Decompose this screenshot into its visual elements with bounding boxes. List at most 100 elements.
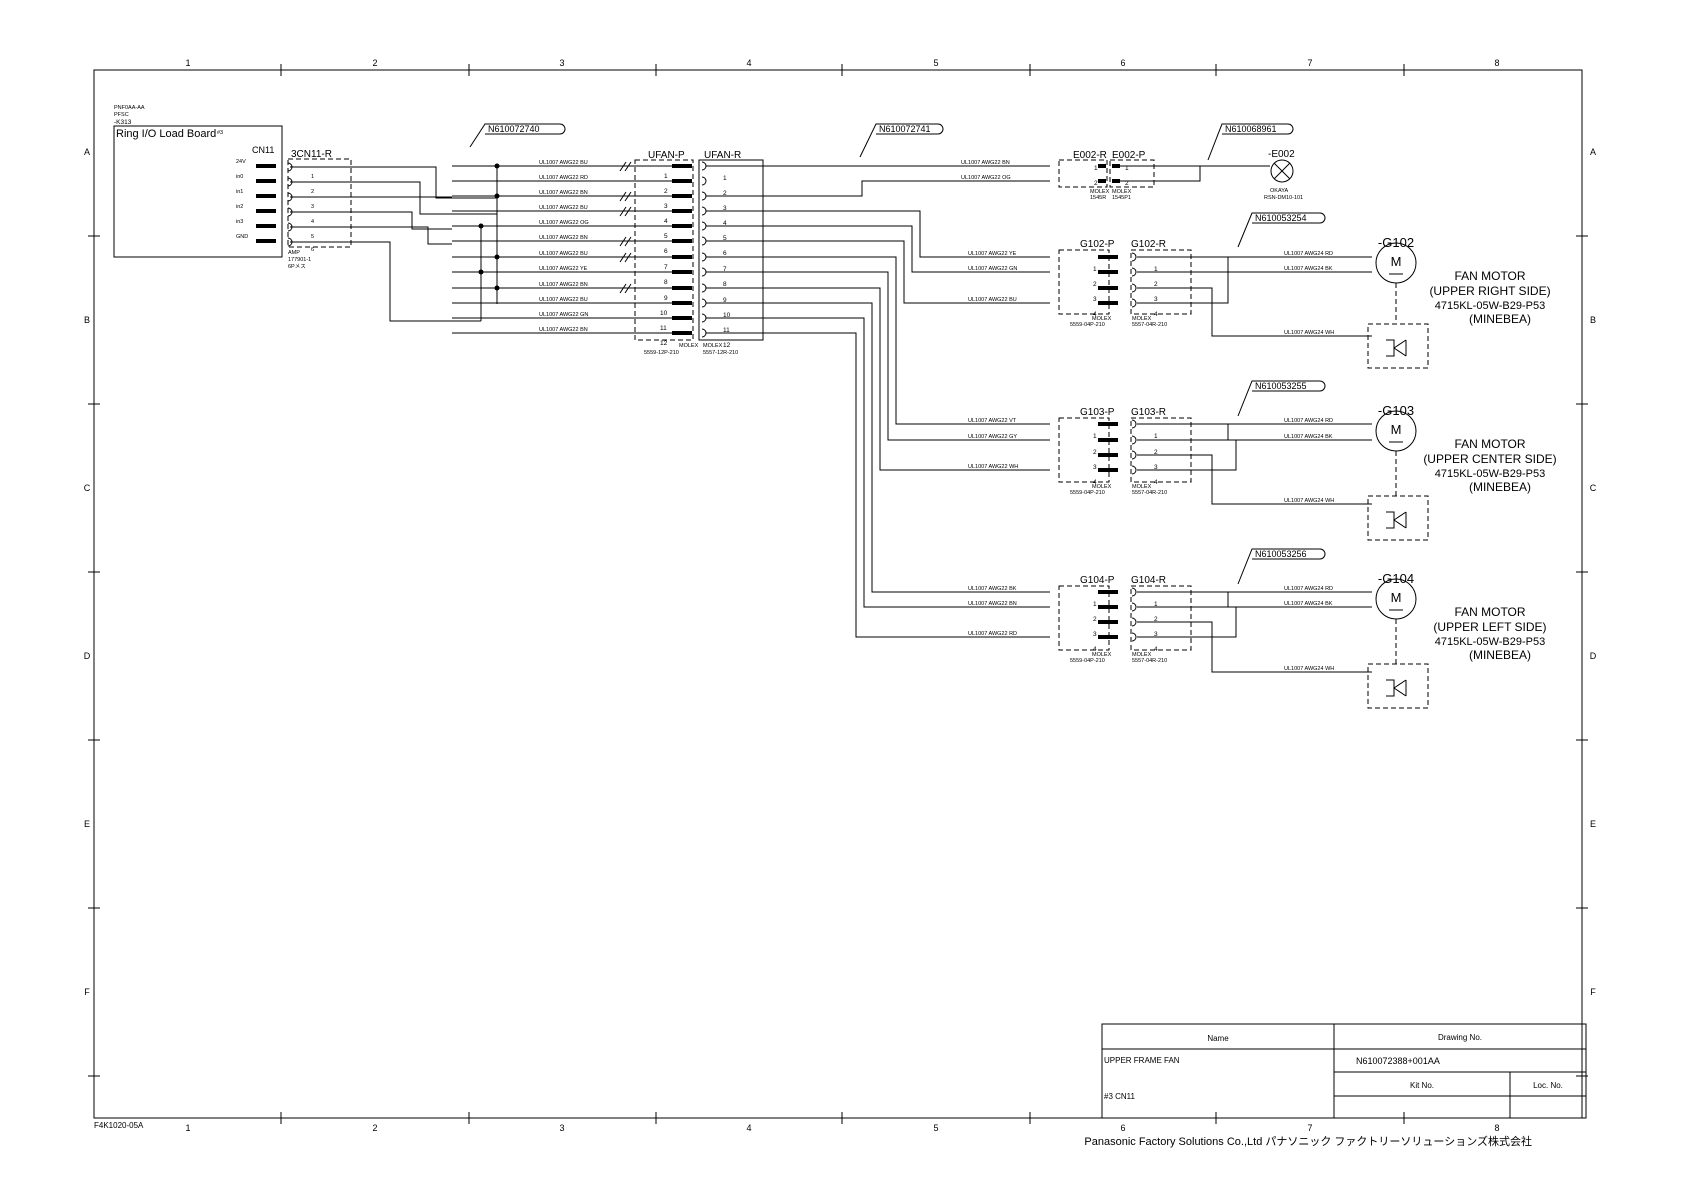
pin-number: 12 xyxy=(660,340,668,347)
row-label-right: A xyxy=(1590,147,1596,157)
title-block: Name Drawing No. UPPER FRAME FAN #3 CN11… xyxy=(1101,1023,1587,1119)
pin-number: 6 xyxy=(664,248,668,255)
pin-number: 4 xyxy=(1154,646,1158,653)
pin-number: 1 xyxy=(1093,601,1097,608)
row-ticks xyxy=(88,235,1588,1077)
connector-label: E002-P xyxy=(1112,150,1146,161)
frame-border xyxy=(93,69,1583,1119)
output-routing xyxy=(706,165,1050,638)
wire-label: UL1007 AWG24 WH xyxy=(1284,330,1334,336)
title-kit-header: Kit No. xyxy=(1410,1081,1434,1090)
row-label-left: C xyxy=(84,483,91,493)
row-label-right: E xyxy=(1590,819,1596,829)
motor-ref: -G103 xyxy=(1378,403,1414,418)
e002-p-outline xyxy=(1109,159,1155,188)
board-pin-label: in0 xyxy=(236,174,243,180)
wire-label: UL1007 AWG22 VT xyxy=(968,418,1017,424)
motor-symbol: M xyxy=(1391,254,1402,269)
motor-maker: (MINEBEA) xyxy=(1469,648,1531,662)
motor-position: (UPPER LEFT SIDE) xyxy=(1433,620,1546,634)
board-pins: 24V in0 in1 in2 in3 GND xyxy=(236,159,276,243)
connector-part: 5559-04P-210 xyxy=(1070,490,1105,496)
pin-number: 12 xyxy=(723,342,731,349)
harness-tag: N610068961 xyxy=(1225,124,1277,134)
connector-part: 1545P1 xyxy=(1112,195,1131,201)
pin-number: 1 xyxy=(1125,165,1129,172)
pin-number: 6 xyxy=(723,250,727,257)
connector-outline xyxy=(1058,585,1110,651)
connector-outline xyxy=(1130,417,1192,483)
col-label-top: 4 xyxy=(746,58,751,68)
motor-symbol: M xyxy=(1391,422,1402,437)
col-label-bottom: 8 xyxy=(1494,1123,1499,1133)
connector-part: 1545R xyxy=(1090,195,1106,201)
form-code: F4K1020-05A xyxy=(94,1121,144,1130)
pin-number: 1 xyxy=(1093,266,1097,273)
pin-number: 6 xyxy=(311,247,314,253)
wire-label: UL1007 AWG22 GY xyxy=(968,434,1017,440)
col-label-top: 3 xyxy=(559,58,564,68)
motor-ref: -G102 xyxy=(1378,235,1414,250)
row-label-right: B xyxy=(1590,315,1596,325)
pin-number: 9 xyxy=(664,295,668,302)
connector-part: 5559-12P-210 xyxy=(644,350,679,356)
row-label-left: F xyxy=(84,987,90,997)
pin-number: 4 xyxy=(723,220,727,227)
pin-number: 2 xyxy=(1154,449,1158,456)
lamp-ref: -E002 xyxy=(1268,149,1295,160)
col-label-bottom: 1 xyxy=(185,1123,190,1133)
connector-part: 5559-04P-210 xyxy=(1070,658,1105,664)
title-name-value: UPPER FRAME FAN xyxy=(1104,1056,1180,1065)
pin-number: 8 xyxy=(723,281,727,288)
wire-label: UL1007 AWG22 BK xyxy=(968,586,1017,592)
title-drawing-value: N610072388+001AA xyxy=(1356,1056,1440,1066)
pin-number: 4 xyxy=(664,218,668,225)
connector-maker: MOLEX xyxy=(1090,189,1110,195)
pin-number: 3 xyxy=(311,204,314,210)
wire-label: UL1007 AWG22 GN xyxy=(539,312,588,318)
motor-position: (UPPER RIGHT SIDE) xyxy=(1429,284,1550,298)
connector-maker: MOLEX xyxy=(1132,316,1152,322)
pin-number: 2 xyxy=(1094,180,1098,187)
board-pin-label: in2 xyxy=(236,204,243,210)
pin-number: 4 xyxy=(1093,479,1097,486)
lamp-maker: OKAYA xyxy=(1270,188,1288,194)
wire-label: UL1007 AWG22 BN xyxy=(539,327,588,333)
drawing-frame: 1 2 3 4 5 6 7 8 1 2 3 4 5 6 7 8 A B C D … xyxy=(84,58,1597,1133)
wire-label: UL1007 AWG24 WH xyxy=(1284,498,1334,504)
row-label-left: D xyxy=(84,651,91,661)
pin-number: 2 xyxy=(1093,281,1097,288)
pin-number: 1 xyxy=(664,173,668,180)
wire-label: UL1007 AWG22 OG xyxy=(539,220,589,226)
pin-number: 5 xyxy=(311,234,314,240)
wire-label: UL1007 AWG22 BN xyxy=(539,282,588,288)
col-label-bottom: 6 xyxy=(1120,1123,1125,1133)
connector-outline xyxy=(1130,249,1192,315)
fan-group-g103: UL1007 AWG22 VT UL1007 AWG22 GY UL1007 A… xyxy=(968,403,1557,541)
connector-label: E002-R xyxy=(1073,150,1107,161)
title-drawing-header: Drawing No. xyxy=(1438,1033,1482,1042)
ufan-p-outline xyxy=(634,159,694,341)
cn11r-pins: 1 2 3 4 5 6 xyxy=(287,162,314,253)
pin-number: 7 xyxy=(664,264,668,271)
pin-number: 7 xyxy=(723,266,727,273)
ufan-pins: 1 2 3 4 5 6 7 8 9 10 11 12 1 2 3 4 5 6 7… xyxy=(660,161,731,349)
pin-number: 2 xyxy=(1154,281,1158,288)
row-label-right: C xyxy=(1590,483,1597,493)
pin-number: 4 xyxy=(311,219,314,225)
pin-number: 3 xyxy=(1093,631,1097,638)
title-name-header: Name xyxy=(1207,1034,1229,1043)
col-label-bottom: 5 xyxy=(933,1123,938,1133)
board-mark: #3 xyxy=(217,130,223,136)
col-label-bottom: 7 xyxy=(1307,1123,1312,1133)
row-label-left: E xyxy=(84,819,90,829)
twist-marks xyxy=(619,161,632,294)
harness-tag: N610053255 xyxy=(1255,381,1307,391)
board-pin-label: in1 xyxy=(236,189,243,195)
board-pin-label: GND xyxy=(236,234,248,240)
pin-number: 2 xyxy=(723,190,727,197)
title-name-sub: #3 CN11 xyxy=(1104,1092,1136,1101)
col-label-top: 7 xyxy=(1307,58,1312,68)
connector-part: 5557-12R-210 xyxy=(703,350,738,356)
connector-maker: MOLEX xyxy=(1092,652,1112,658)
